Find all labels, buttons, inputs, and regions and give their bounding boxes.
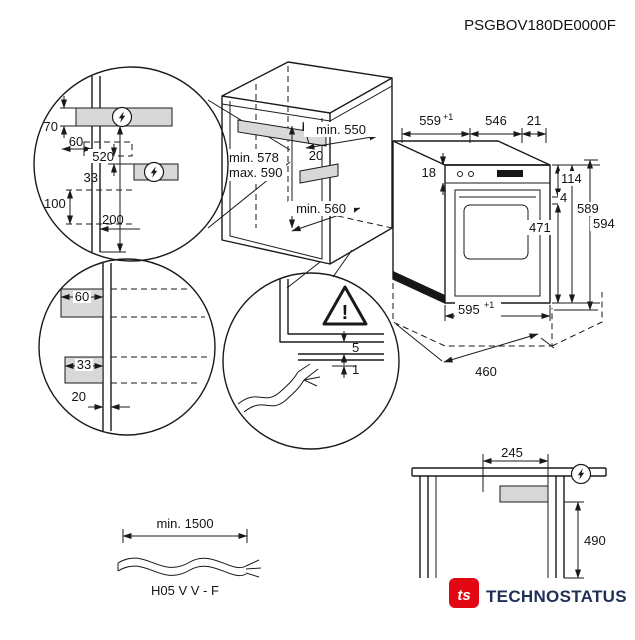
logo-wordmark: TECHNOSTATUS [486, 587, 627, 606]
cable-min-length: min. 1500 [156, 516, 213, 531]
oven-window [463, 204, 529, 260]
warning-exclamation: ! [342, 302, 349, 324]
detail-floor-gap: 5 1 ! [222, 249, 400, 450]
dim-niche-max-height: max. 590 [229, 165, 282, 180]
dim-20: 20 [72, 389, 86, 404]
cable-type: H05 V V - F [151, 583, 219, 598]
cabinet-side-lines [419, 476, 565, 578]
oven-knob [468, 171, 474, 177]
cable-strand [117, 557, 247, 569]
cabinet-floor-lines [279, 279, 384, 343]
power-symbol-icon [570, 463, 592, 485]
dim-oven-546: 546 [485, 113, 507, 128]
dim-oven-595: 595 [458, 302, 480, 317]
dim-520: 520 [92, 149, 114, 164]
oven-display [497, 170, 523, 177]
dim-oven-559: 559 [419, 113, 441, 128]
dim-33: 33 [84, 170, 98, 185]
dim-1: 1 [352, 362, 359, 377]
dim-top-thickness: 20 [309, 148, 323, 163]
dim-oven-4: 4 [560, 190, 567, 205]
detail-side-mount: 70 60 520 33 100 200 [33, 66, 229, 262]
cable-frayed-end [297, 363, 321, 387]
technostatus-logo: ts TECHNOSTATUS [449, 578, 627, 608]
logo-mark-background [449, 578, 479, 608]
connection-box [499, 485, 549, 503]
detail-bottom-mount: 60 33 20 [38, 258, 216, 436]
product-code: PSGBOV180DE0000F [464, 17, 616, 34]
dim-60: 60 [69, 134, 83, 149]
power-symbol-icon [111, 106, 133, 128]
cable-frayed-end [245, 559, 262, 578]
dim-niche-min-depth: min. 560 [296, 201, 346, 216]
cabinet-wall-lines [91, 76, 101, 252]
cable-strand [117, 565, 247, 577]
cable-strand [243, 379, 305, 413]
dim-niche-min-height: min. 578 [229, 150, 279, 165]
oven-base-shadow [393, 271, 445, 303]
power-cable: min. 1500 H05 V V - F [117, 516, 262, 598]
power-symbol-icon [143, 161, 165, 183]
detail-circle [33, 66, 229, 262]
dim-oven-594: 594 [593, 216, 615, 231]
detail-circle [222, 272, 400, 450]
dim-60: 60 [75, 289, 89, 304]
worktop-lines [411, 467, 607, 477]
cabinet-wall-lines [102, 263, 112, 431]
dim-niche-min-width: min. 550 [316, 122, 366, 137]
logo-mark-icon: ts [457, 587, 470, 604]
dim-oven-114: 114 [561, 171, 582, 186]
dim-100: 100 [44, 196, 66, 211]
warning-triangle-icon [322, 285, 368, 326]
niche-outline-dashed [392, 283, 553, 347]
dim-oven-471: 471 [529, 220, 551, 235]
dim-oven-559-tolerance: +1 [443, 112, 453, 122]
oven-isometric: 559 +1 546 21 18 114 4 471 589 594 595 +… [392, 112, 620, 379]
dim-oven-21: 21 [527, 113, 541, 128]
oven-door [454, 189, 541, 297]
dim-200: 200 [102, 212, 124, 227]
cabinet-isometric: min. 578 max. 590 min. 550 20 min. 560 [207, 61, 393, 265]
dim-490: 490 [584, 533, 606, 548]
dim-245: 245 [501, 445, 523, 460]
oven-knob [457, 171, 463, 177]
dim-oven-18: 18 [422, 165, 436, 180]
dim-33: 33 [77, 357, 91, 372]
dim-5: 5 [352, 340, 359, 355]
front-view: 245 490 [411, 445, 607, 579]
dim-oven-595-tolerance: +1 [484, 300, 494, 310]
dim-oven-460: 460 [475, 364, 497, 379]
mounting-rail-side [299, 163, 339, 184]
callout-lines [286, 249, 353, 289]
dim-70: 70 [44, 119, 58, 134]
cable-strand [237, 371, 299, 405]
detail-circle [38, 258, 216, 436]
dim-oven-589: 589 [577, 201, 599, 216]
